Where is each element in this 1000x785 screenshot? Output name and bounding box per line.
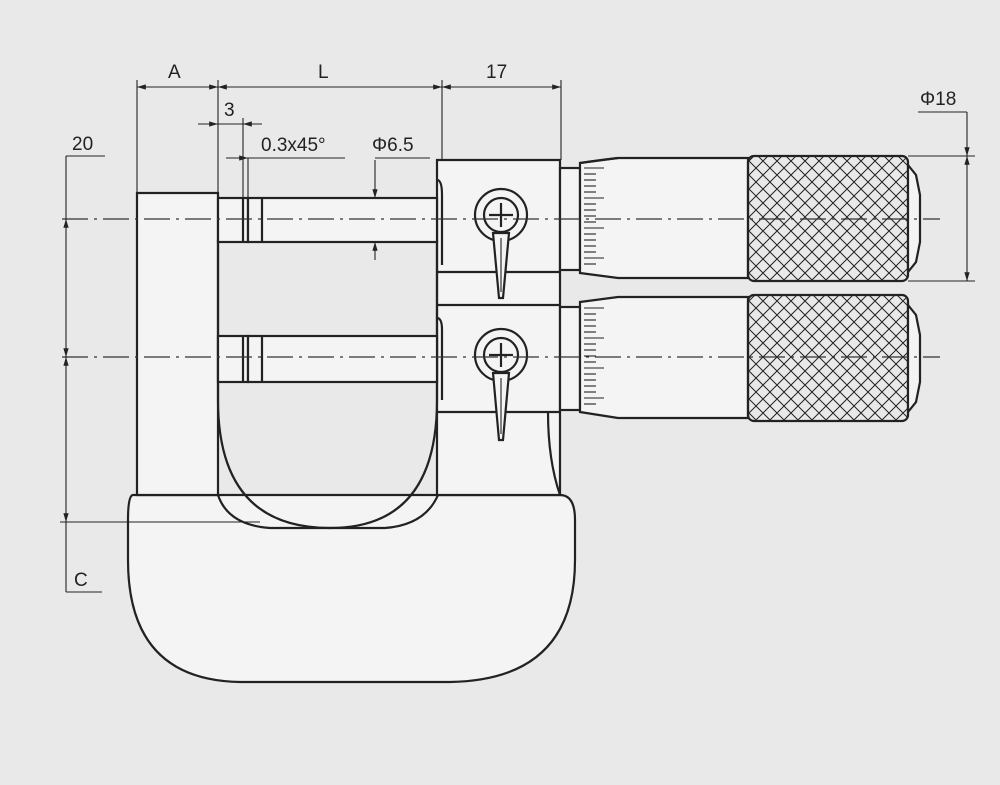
dim-chamfer: 0.3x45° — [261, 135, 326, 156]
lower-spindle — [216, 334, 439, 384]
dim-3: 3 — [224, 100, 235, 121]
dim-a: A — [168, 62, 181, 83]
dim-20: 20 — [72, 134, 93, 155]
dim-phi-18: Φ18 — [920, 89, 956, 110]
frame-bow — [126, 493, 577, 684]
dim-17: 17 — [486, 62, 507, 83]
upper-spindle — [216, 196, 439, 244]
dim-l: L — [318, 62, 329, 83]
lower-thimble — [558, 293, 922, 423]
frame-left-upright — [135, 191, 220, 497]
lower-lock-lever — [473, 327, 529, 442]
dim-c: C — [74, 570, 88, 591]
knurled-grip-icon — [746, 293, 910, 423]
dim-phi-6-5: Φ6.5 — [372, 135, 414, 156]
upper-lock-lever — [473, 187, 529, 300]
upper-thimble — [558, 154, 922, 283]
